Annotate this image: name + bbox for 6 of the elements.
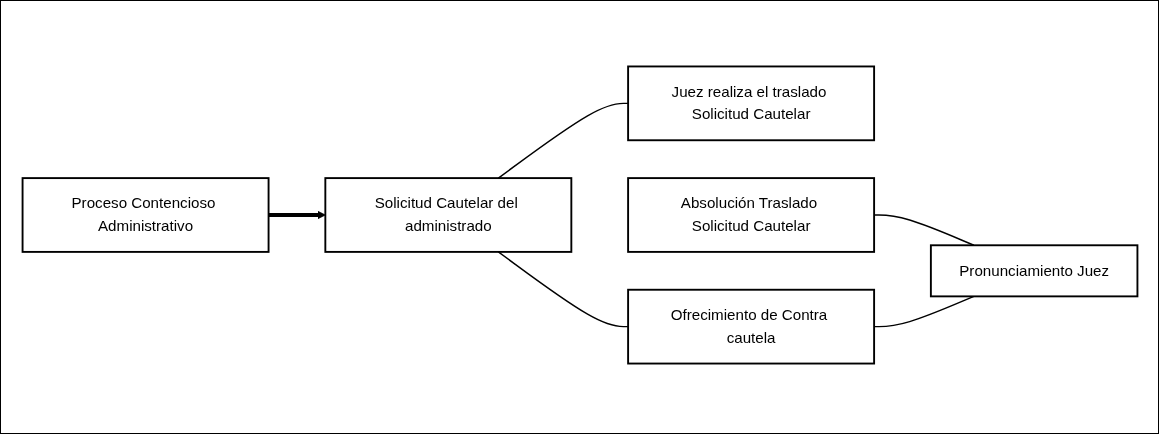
node-box: Pronunciamiento Juez [929,244,1138,298]
node-box: Ofrecimiento de Contra cautela [626,288,875,365]
node-box: Absolución Traslado Solicitud Cautelar [626,177,875,253]
node-box: Juez realiza el traslado Solicitud Cautelar [626,65,875,142]
node-box: Solicitud Cautelar del administrado [323,177,572,253]
node-box: Proceso Contencioso Administrativo [21,177,269,253]
